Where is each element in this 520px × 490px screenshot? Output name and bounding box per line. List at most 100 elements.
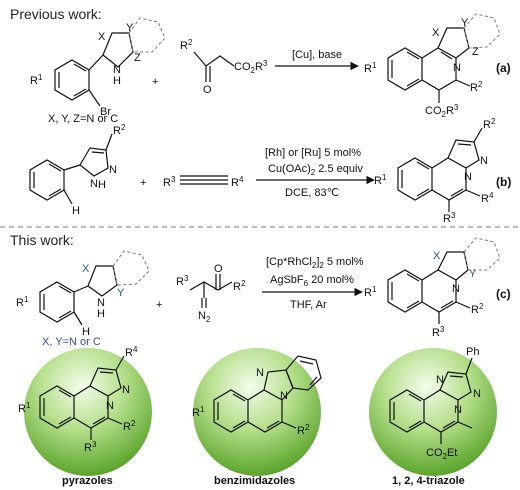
scheme-b-product-r1: R1 <box>374 173 387 187</box>
scheme-b-r2-label: R2 <box>113 123 126 137</box>
scheme-b: H R2 N N H + R3 R4 [Rh] or [Ru] 5 mol% C… <box>29 117 511 225</box>
scheme-b-product-n2: N <box>464 171 472 183</box>
scheme-c-diazo-compound <box>189 274 233 308</box>
triazole-label: 1, 2, 4-triazole <box>392 475 465 487</box>
scheme-a-bromine-label: Br <box>100 106 111 118</box>
pyrazoles-r3: R3 <box>84 440 97 454</box>
triazole-n3: N <box>454 404 462 416</box>
scheme-a-reagent-ester: CO2R3 <box>234 59 268 75</box>
scheme-c-r3: R3 <box>176 274 189 288</box>
scheme-c-note: X, Y=N or C <box>42 336 101 348</box>
scheme-c-optional-ring <box>112 250 150 286</box>
benzimidazoles-n1: N <box>256 367 264 379</box>
scheme-a-ketoester <box>193 51 235 82</box>
scheme-a-product-ester: CO2R3 <box>425 103 459 119</box>
scheme-a: R1 Br X Y Z N H X, Y, Z=N or C + R2 O CO… <box>30 13 511 125</box>
scheme-a-product-z: Z <box>472 46 479 58</box>
previous-work-header: Previous work: <box>10 6 102 22</box>
scheme-b-product-n1: N <box>480 155 488 167</box>
scheme-a-product-n: N <box>453 62 461 74</box>
pyrazoles-r1: R1 <box>18 401 31 415</box>
pyrazoles-r2: R2 <box>123 419 136 433</box>
scheme-c-product-r3: R3 <box>432 325 445 339</box>
example-triazole: Ph N N N CO2Et 1, 2, 4-triazole <box>369 346 497 487</box>
scheme-c-h: H <box>82 326 90 338</box>
scheme-c-product-r1: R1 <box>364 285 377 299</box>
scheme-a-nh-label: N <box>113 64 121 76</box>
scheme-a-product-r2: R2 <box>470 80 483 94</box>
scheme-a-optional-ring <box>128 17 166 53</box>
scheme-b-label: (b) <box>496 175 511 189</box>
benzimidazoles-r2: R2 <box>297 423 310 437</box>
pyrazoles-r4: R4 <box>125 345 138 359</box>
scheme-a-y-label: Y <box>126 22 134 34</box>
scheme-c-y: Y <box>117 287 125 299</box>
scheme-a-plus: + <box>152 76 158 88</box>
triazole-n2: N <box>473 388 481 400</box>
scheme-b-product-r4: R4 <box>481 191 494 205</box>
scheme-a-conditions: [Cu], base <box>292 49 342 61</box>
scheme-c-o: O <box>214 263 223 275</box>
scheme-c-product <box>387 237 501 324</box>
scheme-a-benzene-ring <box>54 59 90 101</box>
scheme-c-x: X <box>82 263 90 275</box>
scheme-b-cond3: DCE, 83℃ <box>285 187 339 199</box>
scheme-c: R1 H X Y N H X, Y=N or C + R3 O R2 N2 [C… <box>16 237 511 348</box>
scheme-c-product-y: Y <box>469 268 477 280</box>
scheme-a-z-label: Z <box>134 52 141 64</box>
scheme-b-product-r3: R3 <box>443 211 456 225</box>
scheme-c-cond3: THF, Ar <box>290 299 327 311</box>
scheme-c-plus: + <box>156 299 162 311</box>
scheme-c-r2: R2 <box>233 279 246 293</box>
scheme-a-reagent-o: O <box>203 84 212 96</box>
scheme-b-product <box>397 127 483 212</box>
example-pyrazoles: R4 N N R1 R2 R3 pyrazoles <box>18 345 152 487</box>
triazole-sphere <box>369 348 497 476</box>
scheme-a-h-label: H <box>113 75 121 87</box>
scheme-a-product-r1: R1 <box>364 61 377 75</box>
scheme-b-r4: R4 <box>231 175 244 189</box>
scheme-c-azole-ring <box>87 265 118 297</box>
scheme-b-n2-label: N <box>90 178 98 190</box>
scheme-b-cond2: Cu(OAc)2 2.5 equiv <box>268 163 363 177</box>
benzimidazoles-r1: R1 <box>192 405 205 419</box>
pyrazoles-sphere <box>24 348 152 476</box>
scheme-b-plus: + <box>140 177 146 189</box>
benzimidazoles-n2: N <box>280 390 288 402</box>
scheme-c-n2: N2 <box>198 310 211 324</box>
scheme-a-xyz-note: X, Y, Z=N or C <box>48 113 118 125</box>
example-benzimidazoles: N N R1 R2 benzimidazoles <box>192 348 322 487</box>
scheme-c-product-x: X <box>433 250 441 262</box>
benzimidazoles-sphere <box>193 348 321 476</box>
scheme-a-azole-ring <box>102 32 134 68</box>
pyrazoles-label: pyrazoles <box>62 475 113 487</box>
scheme-b-pyrazole-ring <box>79 147 109 177</box>
scheme-b-alkyne <box>180 175 228 185</box>
scheme-a-x-label: X <box>98 31 106 43</box>
triazole-n1: N <box>436 374 444 386</box>
scheme-c-label: (c) <box>496 287 511 301</box>
scheme-c-nh: N <box>97 297 105 309</box>
scheme-b-h-label: H <box>72 205 80 217</box>
scheme-a-reagent-r2: R2 <box>180 38 193 52</box>
scheme-b-n1-label: N <box>109 164 117 176</box>
scheme-c-product-r2: R2 <box>471 302 484 316</box>
triazole-ester: CO2Et <box>426 447 457 461</box>
pyrazoles-n2: N <box>106 400 114 412</box>
scheme-c-nh-h: H <box>97 308 105 320</box>
scheme-c-product-n: N <box>452 283 460 295</box>
benzimidazoles-label: benzimidazoles <box>214 475 295 487</box>
pyrazoles-n1: N <box>122 384 130 396</box>
scheme-c-r1: R1 <box>16 295 29 309</box>
scheme-a-label: (a) <box>496 61 511 75</box>
scheme-a-product-y: Y <box>461 17 469 29</box>
scheme-b-product-r2: R2 <box>483 117 496 131</box>
this-work-header: This work: <box>10 232 74 248</box>
scheme-a-product <box>387 13 501 103</box>
scheme-b-cond1: [Rh] or [Ru] 5 mol% <box>265 147 361 159</box>
scheme-a-product-x: X <box>432 27 440 39</box>
scheme-b-nh-h: H <box>98 179 106 191</box>
scheme-c-cond2: AgSbF6 20 mol% <box>270 274 354 288</box>
scheme-b-phenyl-ring <box>29 159 65 201</box>
